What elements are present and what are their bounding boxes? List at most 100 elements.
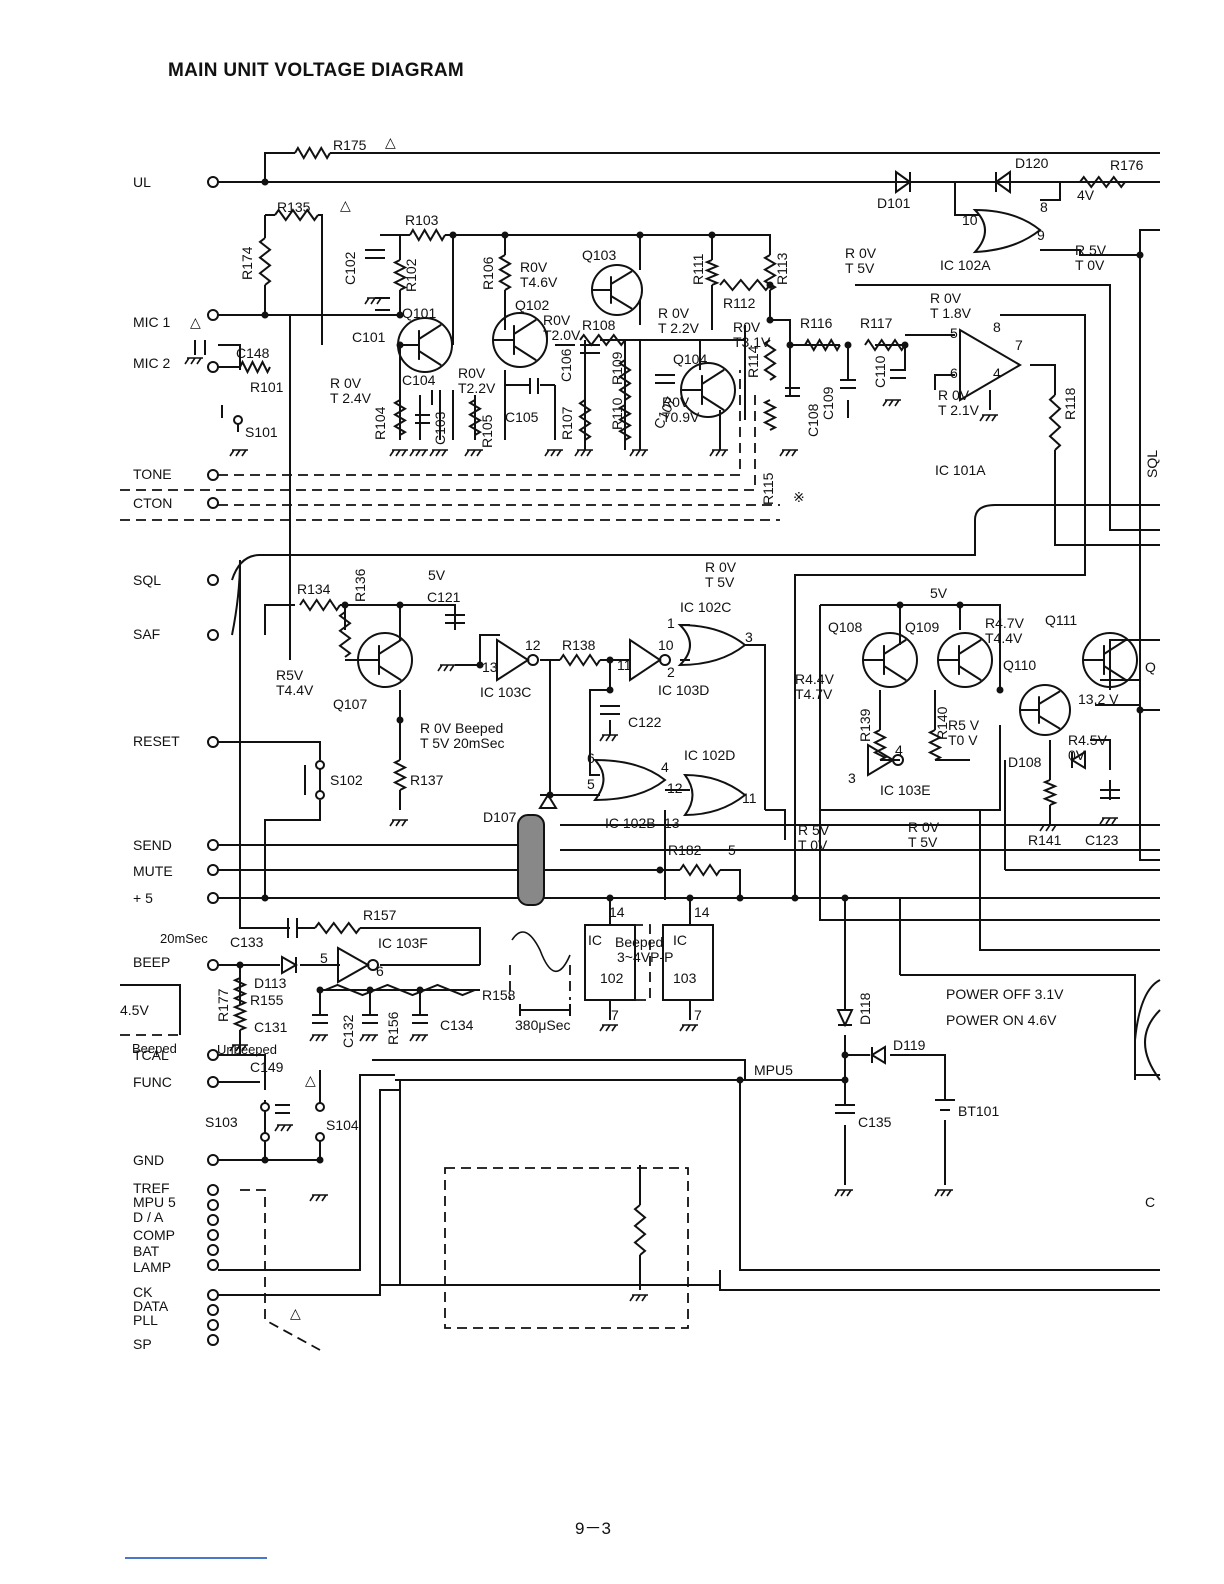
pin-label: CTON xyxy=(133,495,172,511)
q101-collector-voltage-t: T2.2V xyxy=(458,380,496,396)
ic102d-output-voltage-t: T 0V xyxy=(798,837,828,853)
d108-voltage-t: 0V xyxy=(1068,747,1086,763)
c108-label: C108 xyxy=(805,403,821,437)
junction-dot xyxy=(396,716,404,724)
pin-ck-terminal xyxy=(207,1289,219,1301)
c103-label: C103 xyxy=(432,411,448,445)
ic101a-pin-4-number: 4 xyxy=(993,365,1001,381)
diode-shapes xyxy=(281,170,1086,1065)
junction-dot xyxy=(766,281,774,289)
warning-triangle-icon: △ xyxy=(340,197,351,213)
pin-lamp-terminal xyxy=(207,1259,219,1271)
q104-voltage-t: T3.1V xyxy=(733,334,771,350)
ic101a-label: IC 101A xyxy=(935,462,986,478)
ic-box2-pin7: 7 xyxy=(694,1007,702,1023)
c123-label: C123 xyxy=(1085,832,1119,848)
ground-symbol xyxy=(309,1194,328,1202)
pin-tone-terminal xyxy=(207,469,219,481)
r141-label: R141 xyxy=(1028,832,1062,848)
pin-send-terminal xyxy=(207,839,219,851)
pin-func-terminal xyxy=(207,1076,219,1088)
pin-sql-terminal xyxy=(207,574,219,586)
r112-resistor xyxy=(719,278,771,292)
r116-label: R116 xyxy=(800,315,833,331)
junction-dot xyxy=(341,601,349,609)
resistor-shapes xyxy=(232,146,1126,1256)
c106-label: C106 xyxy=(558,348,574,382)
ic103e-pin-4-number: 4 xyxy=(895,742,903,758)
q101-collector-voltage-r: R0V xyxy=(458,365,486,381)
note-mark: ※ xyxy=(793,489,805,505)
d118-label: D118 xyxy=(857,992,873,1025)
r182-value: 5 xyxy=(728,842,736,858)
r176-resistor xyxy=(1079,175,1126,189)
junction-dot xyxy=(396,311,404,319)
r175-resistor xyxy=(294,146,331,160)
q108-label: Q108 xyxy=(828,619,862,635)
ic101a-pin6-voltage-t: T 2.1V xyxy=(938,402,980,418)
beeped-label: Beeped xyxy=(132,1041,177,1056)
ic103c-pin-12-number: 12 xyxy=(525,637,541,653)
pin-label: COMP xyxy=(133,1227,175,1243)
q107-base-voltage-t: T4.4V xyxy=(276,682,314,698)
pin-ul-terminal xyxy=(207,176,219,188)
r117-label: R117 xyxy=(860,315,893,331)
r134-resistor xyxy=(299,598,341,612)
ground-symbol xyxy=(229,1044,248,1052)
logic-gates xyxy=(337,208,1042,1001)
ic102d-pin-13-number: 13 xyxy=(664,815,680,831)
r118-resistor xyxy=(1048,394,1062,451)
warning-triangle-icon: △ xyxy=(190,314,201,330)
pin-gnd-terminal xyxy=(207,1154,219,1166)
power-on-voltage: POWER ON 4.6V xyxy=(946,1012,1057,1028)
pin-tref-terminal xyxy=(207,1184,219,1196)
r113-label: R113 xyxy=(774,252,790,285)
r134-label: R134 xyxy=(297,581,331,597)
r136-resistor xyxy=(338,611,352,658)
junction-dot xyxy=(366,986,374,994)
ground-symbol xyxy=(274,1124,293,1132)
ic103c-pin-13-number: 13 xyxy=(482,659,498,675)
junction-dot xyxy=(606,656,614,664)
junction-dot xyxy=(1136,706,1144,714)
ic102a-pin-9-number: 9 xyxy=(1037,227,1045,243)
q110-transistor xyxy=(1019,684,1071,736)
ground-symbol xyxy=(1039,824,1058,832)
s101-label: S101 xyxy=(245,424,278,440)
ic-box2-number: 103 xyxy=(673,970,697,986)
ic103f-label: IC 103F xyxy=(378,935,428,951)
ic102a-output-voltage-t: T 0V xyxy=(1075,257,1105,273)
junction-dot xyxy=(844,341,852,349)
q108-transistor xyxy=(862,632,918,688)
junction-dot xyxy=(791,894,799,902)
ic103f-pin-6-number: 6 xyxy=(376,963,384,979)
wiring xyxy=(218,152,1161,1296)
ic102d-label: IC 102D xyxy=(684,747,735,763)
r174-resistor xyxy=(258,237,272,286)
ground-symbol xyxy=(464,449,483,457)
q102-emitter-voltage-t: T4.6V xyxy=(520,274,558,290)
ground-symbol xyxy=(574,449,593,457)
beep-level-voltage: 4.5V xyxy=(120,1002,149,1018)
warning-triangle-icon: △ xyxy=(305,1072,316,1088)
pulse-width-label: 380μSec xyxy=(515,1017,571,1033)
c105-label: C105 xyxy=(505,409,539,425)
r104-resistor xyxy=(393,399,407,436)
ic102b-pin-4-number: 4 xyxy=(661,759,669,775)
ic103e-input-voltage-r: R5 V xyxy=(948,717,980,733)
q101-transistor xyxy=(397,317,453,373)
q101-label: Q101 xyxy=(402,305,436,321)
c110-label: C110 xyxy=(872,355,888,388)
pin-bat-terminal xyxy=(207,1244,219,1256)
r182-resistor xyxy=(679,863,721,877)
sql-side-label: SQL xyxy=(1144,450,1160,478)
ground-symbol xyxy=(1099,817,1118,825)
r158-label: R158 xyxy=(482,987,516,1003)
ic101a-pin-7-number: 7 xyxy=(1015,337,1023,353)
r117-resistor xyxy=(864,338,906,352)
r182-label: R182 xyxy=(668,842,702,858)
c132-label: C132 xyxy=(340,1014,356,1048)
ground-symbol xyxy=(629,449,648,457)
pin-mute-terminal xyxy=(207,864,219,876)
ic102c-voltage-t: T 5V xyxy=(705,574,735,590)
